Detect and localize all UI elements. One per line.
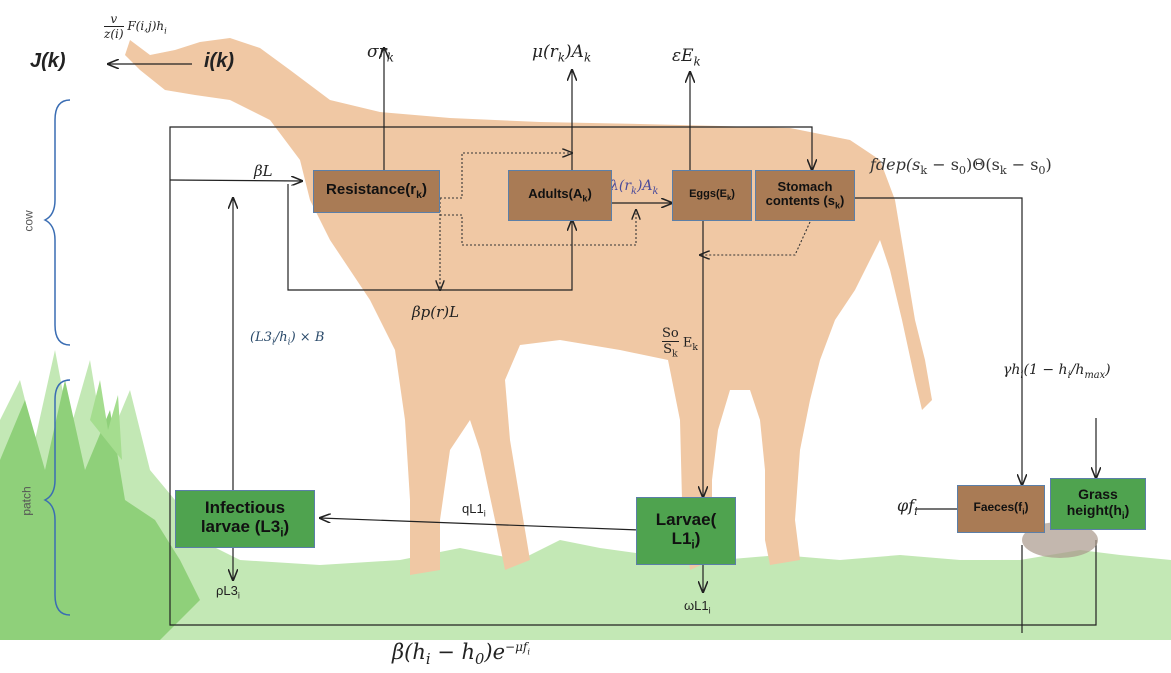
- eggs-box: Eggs(Ek): [672, 170, 752, 221]
- i-label: i(k): [204, 50, 234, 73]
- adults-box: Adults(Ak): [508, 170, 612, 221]
- j-label: J(k): [30, 50, 66, 73]
- resistance-box: Resistance(rk): [313, 170, 440, 213]
- sigma-label: σrk: [367, 42, 394, 64]
- eps-label: εEk: [672, 46, 701, 68]
- ql1-label: qL1i: [462, 501, 486, 519]
- flow-formula: v z(i) F(i,j)hi: [104, 12, 167, 41]
- fdep-label: fdep(sk − s0)Θ(sk − s0): [870, 155, 1052, 177]
- mu-label: μ(rk)Ak: [532, 42, 591, 64]
- omega-l1-label: ωL1i: [684, 598, 711, 616]
- rho-l3-label: ρL3i: [216, 583, 240, 601]
- gamma-label: γhi(1 − hi/hmax): [1003, 362, 1111, 381]
- beta-l-label: βL: [254, 162, 273, 180]
- beta-p-label: βp(r)L: [412, 303, 459, 321]
- faeces-box: Faeces(fi): [957, 485, 1045, 533]
- cow-side-label: cow: [22, 210, 36, 231]
- bottom-formula: β(hi − h0)e−μfi: [392, 640, 530, 668]
- cow-bracket: [45, 100, 70, 345]
- l3-fraction-label: (L3i/hi) × B: [250, 330, 324, 348]
- lambda-label: λ(rk)Ak: [610, 178, 658, 197]
- phi-label: φfi: [897, 496, 918, 518]
- larvae-box: Larvae(L1i): [636, 497, 736, 565]
- patch-side-label: patch: [20, 486, 34, 515]
